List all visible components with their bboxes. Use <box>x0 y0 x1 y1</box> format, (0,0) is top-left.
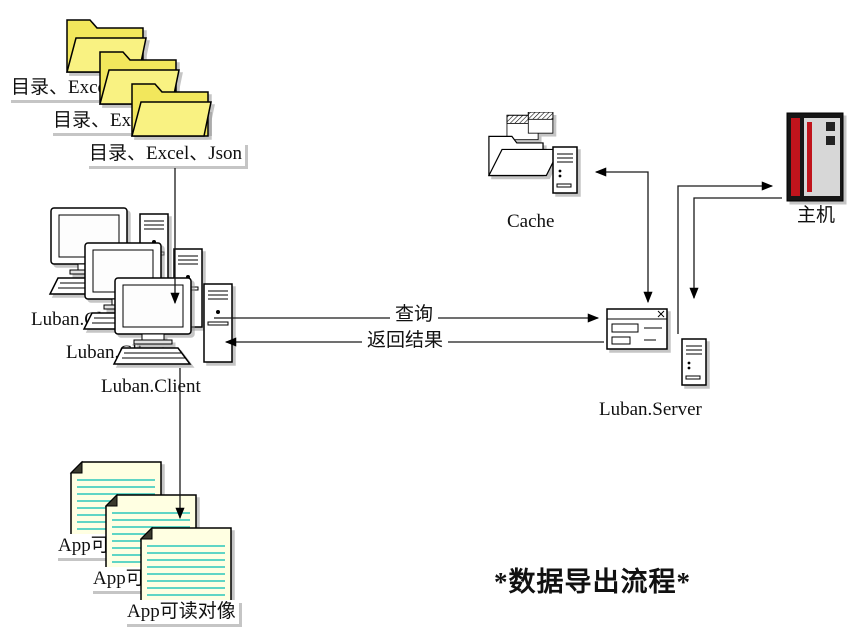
client-label: Luban.Client <box>98 375 204 399</box>
server-label: Luban.Server <box>596 398 705 422</box>
workstation-icon <box>112 276 237 371</box>
edge-server-cache <box>594 167 653 304</box>
edge-host-to-server <box>689 197 782 300</box>
cache-server-tower-icon <box>552 146 582 196</box>
folder-label: 目录、Excel、Json <box>86 142 246 166</box>
diagram-title: *数据导出流程* <box>494 567 691 597</box>
cache-label: Cache <box>504 210 558 234</box>
server-window-icon <box>606 308 670 352</box>
app-document-icon <box>138 526 234 604</box>
server-tower-icon <box>681 338 711 388</box>
edge-server-to-host <box>677 181 774 334</box>
result-edge-label: 返回结果 <box>362 329 449 353</box>
cache-folder-icon <box>484 111 566 182</box>
query-edge-label: 查询 <box>390 303 439 327</box>
folder-icon <box>127 72 213 140</box>
app-object-label: App可读对像 <box>124 600 239 624</box>
host-mainframe-icon <box>786 112 844 202</box>
host-label: 主机 <box>794 204 839 228</box>
